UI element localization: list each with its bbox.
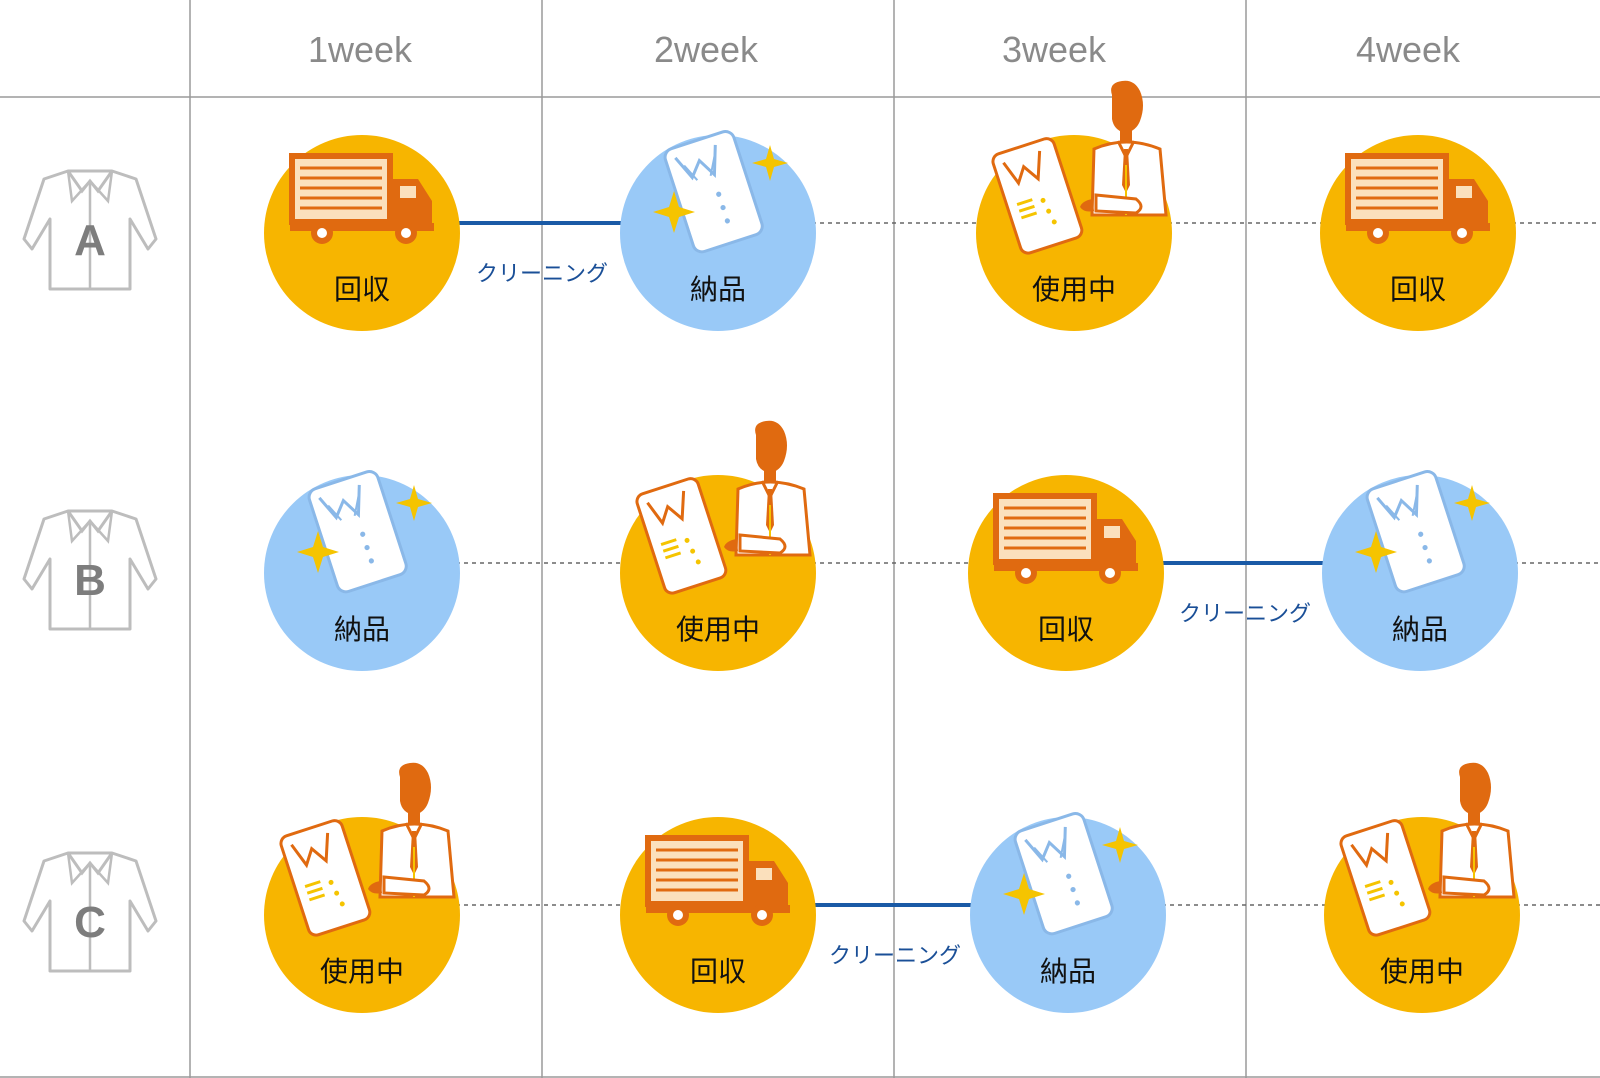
node-a-1-collection: 回収 [264, 135, 460, 331]
node-a-2-delivery: 納品 [620, 127, 816, 331]
status-label: 使用中 [1032, 273, 1116, 306]
row-header-column: A B C [22, 169, 158, 973]
status-label: 回収 [690, 955, 746, 988]
node-b-2-in-use: 使用中 [620, 419, 816, 671]
cleaning-label: クリーニング [476, 262, 608, 287]
status-label: 使用中 [676, 613, 760, 646]
row-letter: A [74, 216, 106, 265]
row-header-c: C [22, 851, 158, 973]
node-c-1-in-use: 使用中 [264, 761, 460, 1013]
status-label: 回収 [1038, 613, 1094, 646]
week-label-1: 1week [308, 29, 413, 70]
cleaning-label: クリーニング [1179, 602, 1311, 627]
node-c-3-delivery: 納品 [970, 809, 1166, 1013]
node-b-3-collection: 回収 [968, 475, 1164, 671]
week-header-row: 1week 2week 3week 4week [308, 29, 1461, 70]
status-label: 納品 [1040, 955, 1096, 988]
status-label: 納品 [1392, 613, 1448, 646]
row-header-a: A [22, 169, 158, 291]
row-letter: B [74, 556, 106, 605]
node-c-2-collection: 回収 [620, 817, 816, 1013]
status-label: 納品 [334, 613, 390, 646]
row-header-b: B [22, 509, 158, 631]
node-b-1-delivery: 納品 [264, 467, 460, 671]
status-label: 回収 [1390, 273, 1446, 306]
node-a-3-in-use: 使用中 [976, 79, 1172, 331]
status-label: 納品 [690, 273, 746, 306]
status-label: 回収 [334, 273, 390, 306]
week-label-2: 2week [654, 29, 759, 70]
node-c-4-in-use: 使用中 [1324, 761, 1520, 1013]
node-a-4-collection: 回収 [1320, 135, 1516, 331]
node-layer: 回収納品使用中回収納品使用中回収納品使用中回収納品使用中 [264, 79, 1520, 1013]
status-label: 使用中 [320, 955, 404, 988]
week-label-3: 3week [1002, 29, 1107, 70]
row-letter: C [74, 898, 106, 947]
status-label: 使用中 [1380, 955, 1464, 988]
week-label-4: 4week [1356, 29, 1461, 70]
cleaning-label: クリーニング [829, 944, 961, 969]
node-b-4-delivery: 納品 [1322, 467, 1518, 671]
